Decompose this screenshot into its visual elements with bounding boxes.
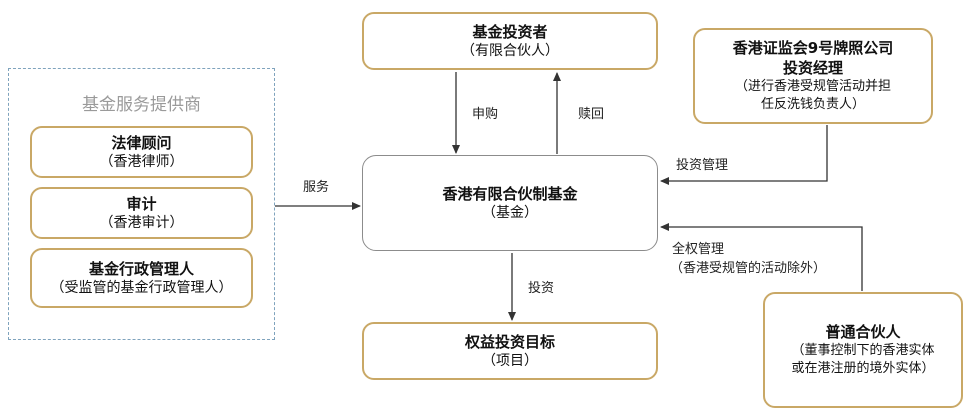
investor-title: 基金投资者 xyxy=(472,22,548,41)
investment-target-sub: （项目） xyxy=(482,352,538,369)
investment-manager-sub-2: 任反洗钱负责人） xyxy=(760,97,865,112)
legal-advisor-sub: （香港律师） xyxy=(99,153,184,170)
service-providers-group xyxy=(8,68,275,340)
investment-manager-title-2: 投资经理 xyxy=(782,59,843,77)
redeem-label: 赎回 xyxy=(578,107,605,122)
investment-management-label: 投资管理 xyxy=(676,158,729,173)
audit-title: 审计 xyxy=(126,194,157,213)
fund-admin-title: 基金行政管理人 xyxy=(88,259,194,278)
legal-advisor-title: 法律顾问 xyxy=(111,133,172,152)
general-partner-title: 普通合伙人 xyxy=(825,323,901,341)
fund-title: 香港有限合伙制基金 xyxy=(442,184,578,203)
fund-admin-box: 基金行政管理人 （受监管的基金行政管理人） xyxy=(30,248,253,308)
investor-sub: （有限合伙人） xyxy=(461,42,559,59)
service-label: 服务 xyxy=(303,180,330,195)
investment-management-arrow xyxy=(660,125,828,185)
investment-manager-sub-1: （进行香港受规管活动并担 xyxy=(734,79,891,94)
full-management-note: （香港受规管的活动除外） xyxy=(670,261,827,276)
investor-box: 基金投资者 （有限合伙人） xyxy=(362,12,658,70)
investment-manager-box: 香港证监会9号牌照公司 投资经理 （进行香港受规管活动并担 任反洗钱负责人） xyxy=(693,28,933,124)
audit-box: 审计 （香港审计） xyxy=(30,187,253,239)
fund-box: 香港有限合伙制基金 （基金） xyxy=(362,155,658,251)
audit-sub: （香港审计） xyxy=(99,214,184,231)
investment-manager-title-1: 香港证监会9号牌照公司 xyxy=(732,39,894,57)
general-partner-box: 普通合伙人 （董事控制下的香港实体 或在港注册的境外实体） xyxy=(763,292,963,408)
full-management-arrow xyxy=(660,223,863,291)
subscribe-label: 申购 xyxy=(472,107,499,122)
general-partner-sub-2: 或在港注册的境外实体） xyxy=(791,361,935,376)
fund-admin-sub: （受监管的基金行政管理人） xyxy=(50,279,233,296)
invest-label: 投资 xyxy=(528,281,555,296)
full-management-label: 全权管理 xyxy=(672,242,725,257)
service-providers-title: 基金服务提供商 xyxy=(82,95,201,115)
investment-target-title: 权益投资目标 xyxy=(464,332,555,351)
legal-advisor-box: 法律顾问 （香港律师） xyxy=(30,126,253,178)
investment-target-box: 权益投资目标 （项目） xyxy=(362,322,658,380)
fund-sub: （基金） xyxy=(482,204,538,221)
general-partner-sub-1: （董事控制下的香港实体 xyxy=(791,343,935,358)
